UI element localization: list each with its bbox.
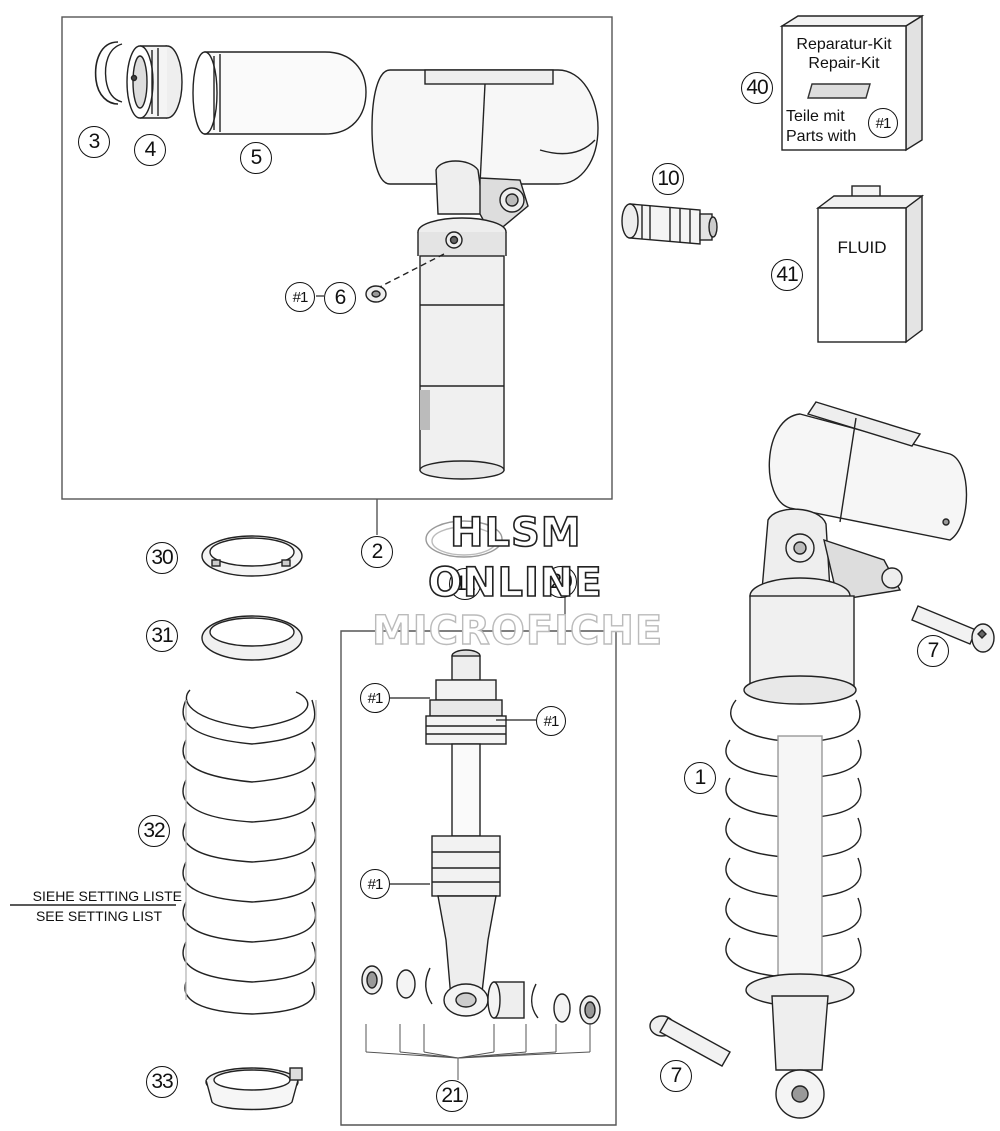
callout-2: 2 [361, 536, 393, 568]
callout-hash1-d: #1 [360, 869, 390, 899]
callout-hash1-c: #1 [536, 706, 566, 736]
seal-head-part-4 [126, 45, 183, 119]
callout-32: 32 [138, 815, 170, 847]
repair-kit-line4: Parts with [786, 128, 857, 145]
callout-30: 30 [146, 542, 178, 574]
repair-kit-line3: Teile mit [786, 108, 845, 125]
snap-ring-part-3 [94, 41, 123, 105]
assembly-20-box [340, 590, 617, 1126]
adjuster-valve-part-10 [621, 203, 718, 245]
callout-31: 31 [146, 620, 178, 652]
watermark-line2: ONLINE [427, 559, 603, 607]
callout-11: 11 [449, 568, 481, 600]
spring-seat-part-33 [205, 1067, 303, 1111]
callout-7-upper: 7 [917, 635, 949, 667]
callout-5: 5 [240, 142, 272, 174]
snap-ring-part-11 [425, 520, 503, 558]
callout-6: 6 [324, 282, 356, 314]
setting-note-line2: SEE SETTING LIST [35, 908, 162, 924]
bushing-kit-part-21 [361, 965, 601, 1080]
callout-21: 21 [436, 1080, 468, 1112]
fluid-label: FLUID [837, 238, 887, 257]
callout-41: 41 [771, 259, 803, 291]
assembly-2-box [61, 16, 613, 500]
callout-3: 3 [78, 126, 110, 158]
repair-kit-ref-callout: #1 [868, 108, 898, 138]
callout-hash1-a: #1 [285, 282, 315, 312]
washer-part-6 [365, 285, 387, 303]
shock-absorber-part-1 [725, 401, 968, 1119]
bladder-part-5 [192, 51, 367, 135]
callout-20: 20 [545, 566, 577, 598]
watermark-line3: MICROFICHE [371, 607, 664, 654]
bolt-part-7-upper [911, 605, 995, 653]
shock-body-part-2 [365, 69, 599, 480]
setting-note-line1: SIEHE SETTING LISTE [32, 888, 182, 904]
spring-collar-part-30 [201, 535, 303, 577]
ktm-logo [807, 83, 871, 99]
repair-kit-line1: Reparatur-Kit [796, 36, 892, 53]
fluid-bottle-part-41 [815, 185, 925, 344]
callout-33: 33 [146, 1066, 178, 1098]
callout-4: 4 [134, 134, 166, 166]
callout-1: 1 [684, 762, 716, 794]
repair-kit-line2: Repair-Kit [808, 55, 880, 72]
watermark-line1: HLSM [449, 509, 582, 557]
callout-hash1-b: #1 [360, 683, 390, 713]
callout-10: 10 [652, 163, 684, 195]
bolt-part-7-lower [649, 1015, 731, 1067]
callout-40: 40 [741, 72, 773, 104]
piston-rod-part-20 [425, 649, 507, 1017]
callout-7-lower: 7 [660, 1060, 692, 1092]
spring-part-32 [182, 689, 317, 1015]
ring-part-31 [201, 615, 303, 661]
